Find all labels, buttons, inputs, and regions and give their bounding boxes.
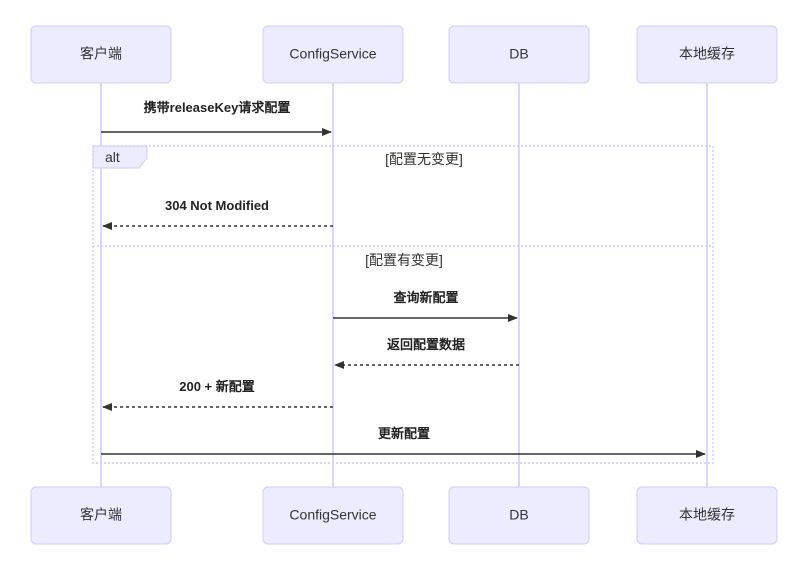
alt-block: alt [配置无变更] [配置有变更] — [92, 145, 714, 464]
alt-block-frame — [92, 145, 714, 464]
actor-bottom-configservice-label: ConfigService — [289, 507, 376, 523]
actor-bottom-db-label: DB — [509, 507, 528, 523]
actor-bottom-client-box[interactable] — [30, 486, 172, 545]
actor-bottom-client[interactable]: 客户端 — [30, 486, 172, 545]
message-label-6: 更新配置 — [378, 426, 430, 441]
actors-bottom: 客户端 ConfigService DB 本地缓存 — [30, 486, 778, 545]
messages-group: 携带releaseKey请求配置 304 Not Modified 查询新配置 … — [101, 100, 706, 458]
actor-bottom-client-label: 客户端 — [80, 507, 122, 523]
message-2: 304 Not Modified — [102, 198, 333, 230]
message-5: 200 + 新配置 — [102, 379, 333, 411]
message-label-3: 查询新配置 — [392, 290, 458, 305]
message-label-5: 200 + 新配置 — [179, 379, 255, 394]
actor-top-cache-box[interactable] — [636, 25, 778, 84]
actor-top-client[interactable]: 客户端 — [30, 25, 172, 84]
actor-top-cache-label: 本地缓存 — [679, 46, 735, 62]
actor-top-cache[interactable]: 本地缓存 — [636, 25, 778, 84]
message-4: 返回配置数据 — [334, 337, 519, 369]
alt-condition-label-2: [配置有变更] — [365, 252, 443, 268]
actor-bottom-db-box[interactable] — [448, 486, 590, 545]
actor-bottom-configservice-box[interactable] — [262, 486, 404, 545]
alt-tab-shape — [92, 145, 148, 169]
actor-top-client-label: 客户端 — [80, 46, 122, 62]
lifelines-group — [100, 83, 708, 487]
actors-top: 客户端 ConfigService DB 本地缓存 — [30, 25, 778, 84]
message-label-2: 304 Not Modified — [165, 198, 269, 213]
actor-bottom-cache-box[interactable] — [636, 486, 778, 545]
actor-top-db-label: DB — [509, 46, 528, 62]
alt-condition-label-1: [配置无变更] — [385, 151, 463, 167]
message-6: 更新配置 — [101, 426, 706, 458]
actor-bottom-configservice[interactable]: ConfigService — [262, 486, 404, 545]
actor-bottom-db[interactable]: DB — [448, 486, 590, 545]
message-1: 携带releaseKey请求配置 — [101, 100, 332, 136]
actor-bottom-cache[interactable]: 本地缓存 — [636, 486, 778, 545]
message-label-4: 返回配置数据 — [387, 337, 465, 352]
message-3: 查询新配置 — [333, 290, 518, 322]
actor-bottom-cache-label: 本地缓存 — [679, 507, 735, 523]
actor-top-configservice-box[interactable] — [262, 25, 404, 84]
actor-top-configservice-label: ConfigService — [289, 46, 376, 62]
actor-top-db[interactable]: DB — [448, 25, 590, 84]
message-label-1: 携带releaseKey请求配置 — [144, 100, 291, 115]
alt-tab-label: alt — [105, 149, 120, 165]
actor-top-db-box[interactable] — [448, 25, 590, 84]
actor-top-configservice[interactable]: ConfigService — [262, 25, 404, 84]
actor-top-client-box[interactable] — [30, 25, 172, 84]
